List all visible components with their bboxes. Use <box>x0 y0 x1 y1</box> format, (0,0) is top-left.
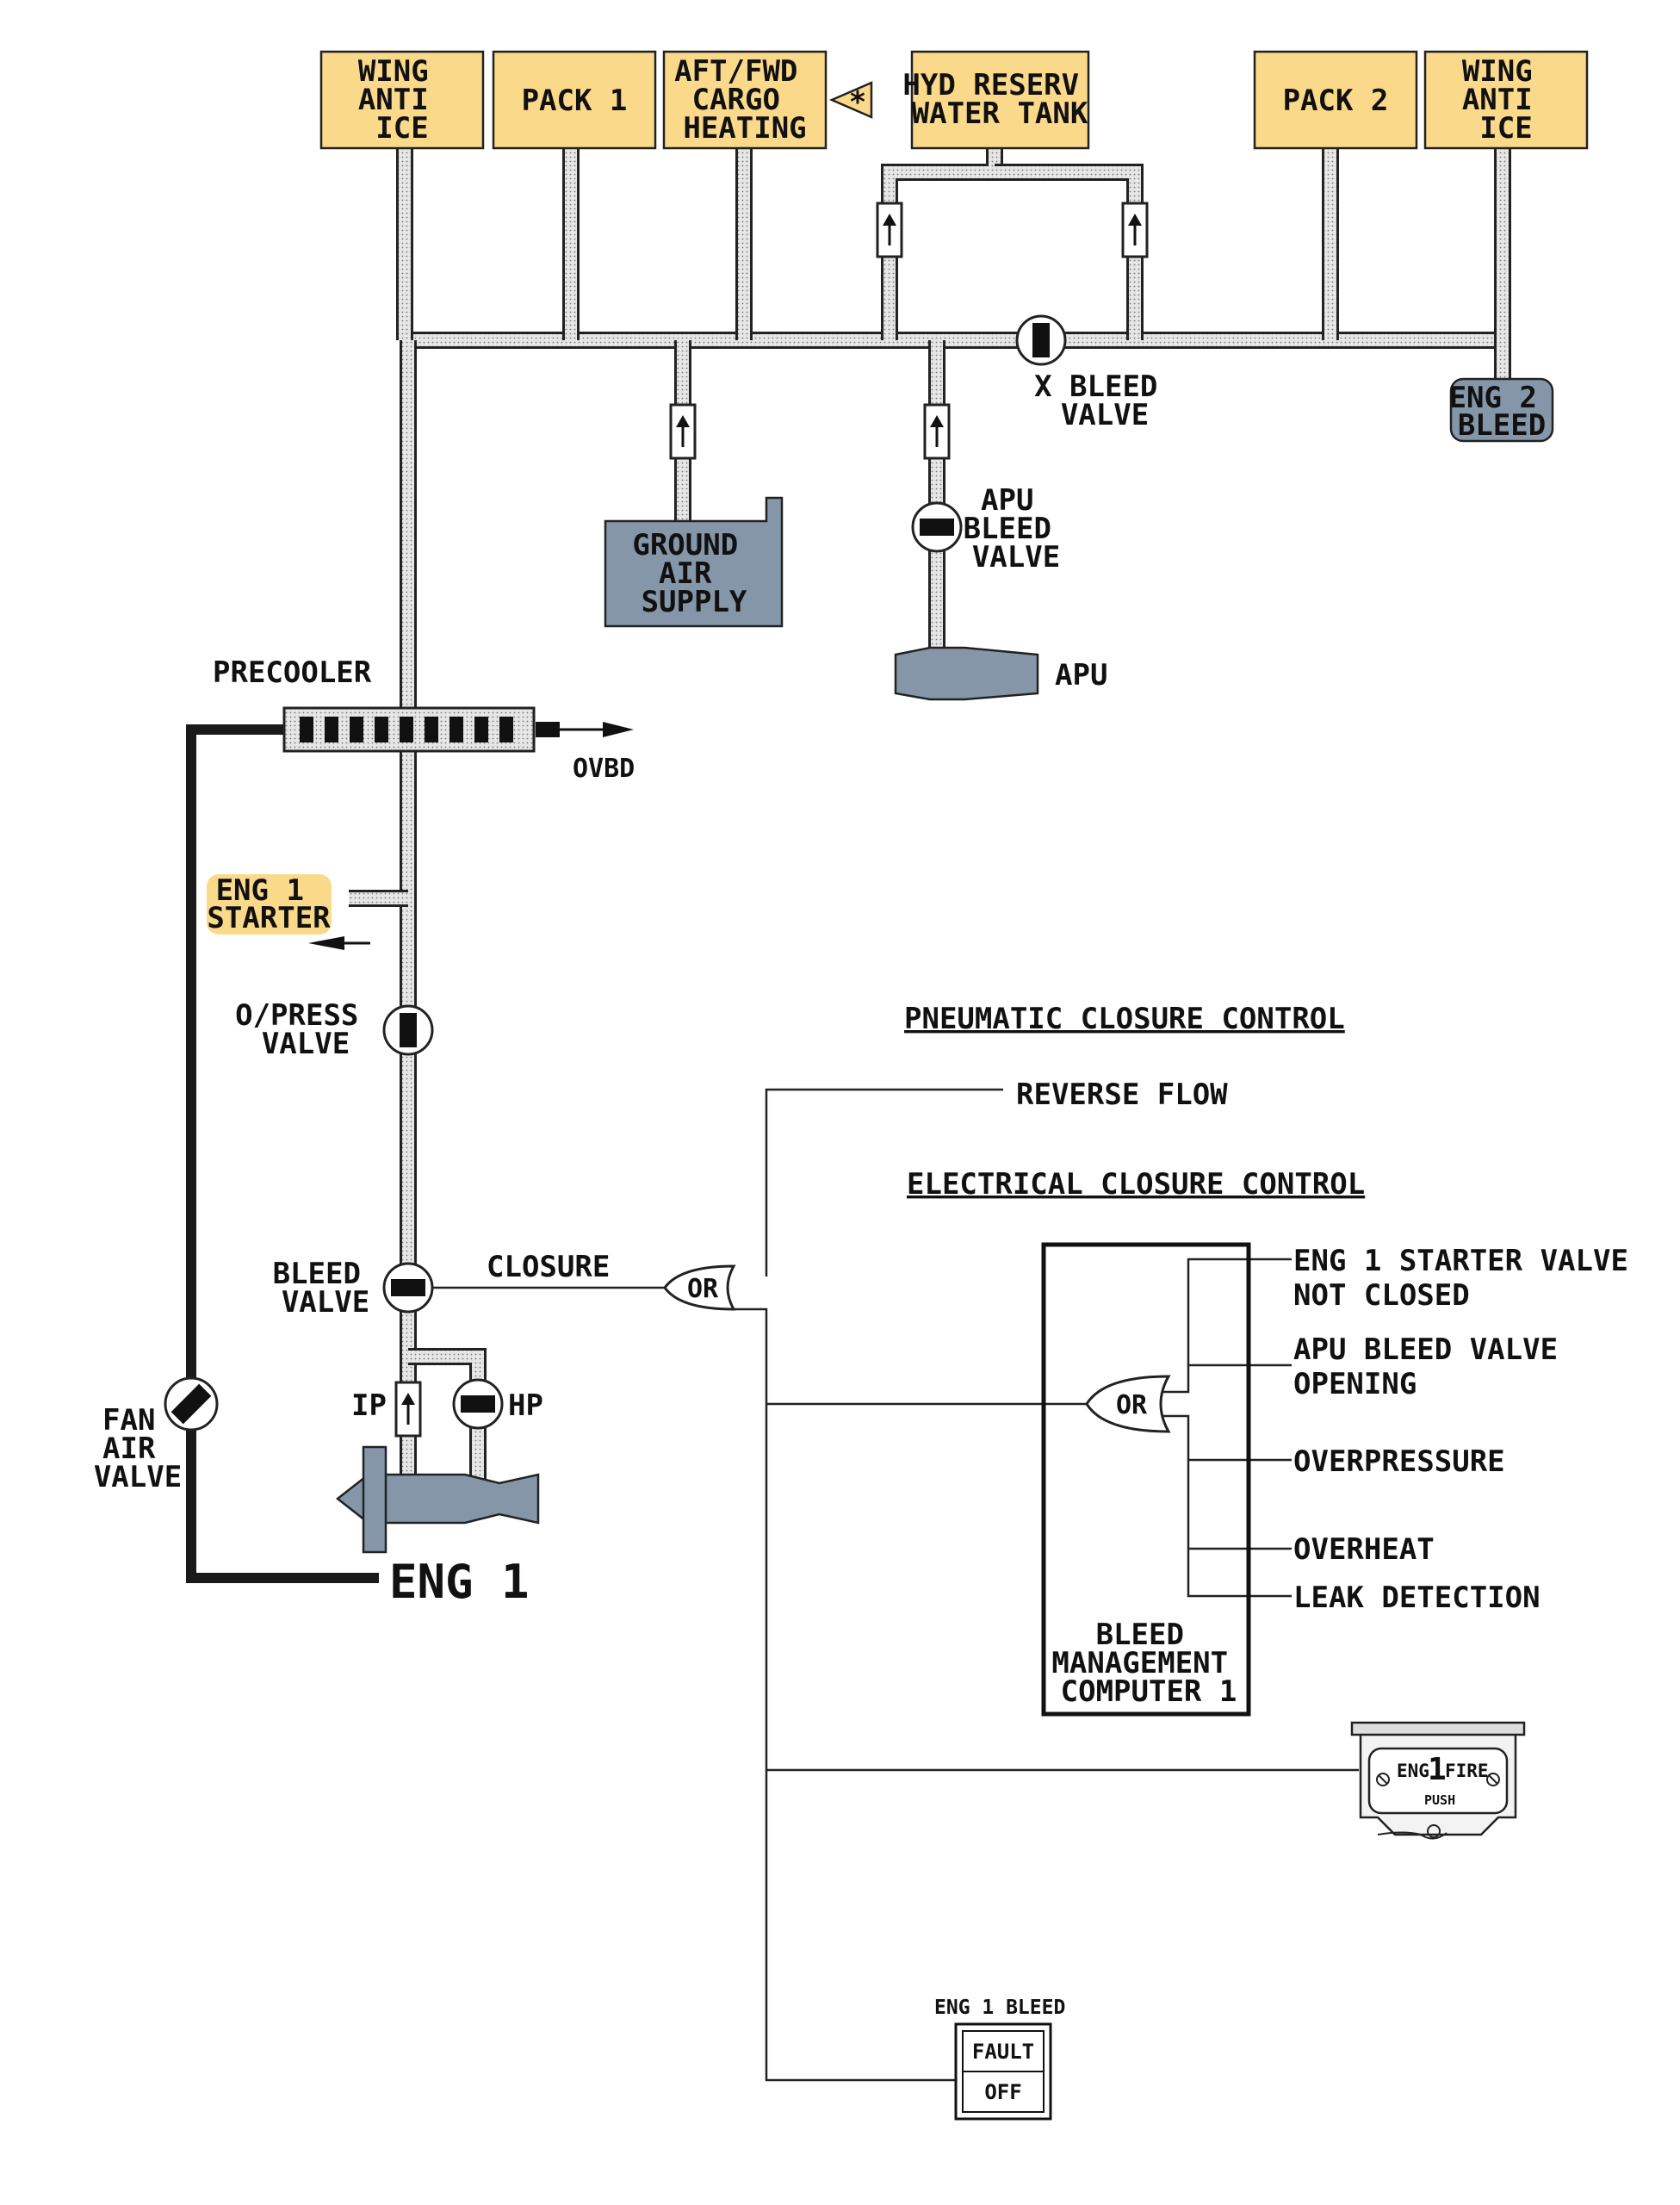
check-valve-ip <box>394 1381 422 1438</box>
apu-bleed-valve <box>911 501 963 553</box>
fan-air-duct <box>186 724 379 1583</box>
consumer-wing-anti-ice-left: WING ANTI ICE <box>319 50 485 150</box>
eng1-fire-pushbutton[interactable]: ENG 1 FIRE PUSH <box>1350 1721 1526 1840</box>
electrical-closure-title: ELECTRICAL CLOSURE CONTROL <box>907 1167 1365 1202</box>
svg-text:OR: OR <box>687 1274 719 1304</box>
svg-text:WING ANTI ICE: WING ANTI ICE <box>358 54 446 146</box>
star-marker: * <box>828 81 873 120</box>
precooler <box>282 706 560 753</box>
precooler-label: PRECOOLER <box>213 655 372 690</box>
input-leak-detection: LEAK DETECTION <box>1293 1581 1541 1615</box>
svg-text:AFT/FWD CARGO HEAT: AFT/FWD CARGO HEATING <box>674 54 815 146</box>
ovbd-arrow <box>560 722 634 737</box>
source-eng2-bleed: ENG 2 BLEED <box>1449 377 1555 443</box>
svg-text:PACK 2: PACK 2 <box>1283 84 1389 118</box>
svg-text:1: 1 <box>1428 1752 1447 1787</box>
engine-1 <box>335 1445 540 1554</box>
consumer-hyd-reserv-water-tank: HYD RESERV WATER TANK <box>902 50 1096 150</box>
svg-text:ENG: ENG <box>1397 1761 1429 1781</box>
hp-label: HP <box>508 1388 543 1423</box>
closure-label: CLOSURE <box>487 1250 610 1284</box>
bleed-management-computer-1: BLEED MANAGEMENT COMPUTER 1 <box>1041 1242 1251 1717</box>
fan-air-valve <box>164 1376 219 1432</box>
hp-valve <box>452 1378 504 1430</box>
check-valve-hyd-left <box>876 202 903 258</box>
consumer-pack-1: PACK 1 <box>492 50 657 150</box>
fault-light: FAULT <box>972 2040 1034 2064</box>
consumer-wing-anti-ice-right: WING ANTI ICE <box>1423 50 1589 150</box>
apu-bleed-valve-label: APU BLEED VALVE <box>964 483 1069 575</box>
svg-text:OR: OR <box>1116 1390 1148 1420</box>
svg-text:WING ANTI ICE: WING ANTI ICE <box>1462 54 1550 146</box>
bleed-valve <box>382 1262 434 1314</box>
svg-text:ENG 1 STARTER: ENG 1 STARTER <box>207 873 331 935</box>
consumer-aft-fwd-cargo-heating: AFT/FWD CARGO HEATING <box>662 50 828 150</box>
check-valve-hyd-right <box>1121 202 1149 258</box>
svg-text:PACK 1: PACK 1 <box>522 84 628 118</box>
svg-text:PUSH: PUSH <box>1424 1792 1455 1808</box>
x-bleed-valve-label: X BLEED VALVE <box>1034 370 1175 432</box>
fan-air-valve-label: FAN AIR VALVE <box>94 1403 182 1494</box>
x-bleed-valve <box>1015 314 1067 366</box>
input-overheat: OVERHEAT <box>1293 1532 1435 1567</box>
input-eng1-starter-valve-not-closed: ENG 1 STARTER VALVE NOT CLOSED <box>1293 1244 1646 1313</box>
svg-text:HYD RESERV WATER TANK: HYD RESERV WATER TANK <box>902 68 1096 131</box>
check-valve-ground-air <box>669 403 697 460</box>
apu-label: APU <box>1055 658 1107 693</box>
control-wiring <box>432 1088 1359 2082</box>
eng1-bleed-pushbutton[interactable]: FAULT OFF <box>954 2022 1052 2121</box>
input-apu-bleed-valve-opening: APU BLEED VALVE OPENING <box>1293 1332 1576 1401</box>
svg-text:BLEED MANAGEMENT C: BLEED MANAGEMENT COMPUTER 1 <box>1051 1618 1245 1709</box>
ovbd-label: OVBD <box>573 754 635 784</box>
consumer-pack-2: PACK 2 <box>1253 50 1418 150</box>
reverse-flow-label: REVERSE FLOW <box>1016 1078 1228 1112</box>
or-gate-bmc: OR <box>1085 1375 1171 1433</box>
source-eng1-starter: ENG 1 STARTER <box>207 873 332 935</box>
pneumatic-closure-title: PNEUMATIC CLOSURE CONTROL <box>904 1002 1345 1036</box>
check-valve-apu <box>923 403 951 460</box>
input-overpressure: OVERPRESSURE <box>1293 1444 1505 1479</box>
eng1-bleed-pb-title: ENG 1 BLEED <box>934 1997 1065 2019</box>
svg-text:GROUND AIR SUPPLY: GROUND AIR SUPPLY <box>632 528 755 619</box>
off-light: OFF <box>984 2080 1021 2104</box>
source-ground-air-supply: GROUND AIR SUPPLY <box>604 496 784 628</box>
svg-text:*: * <box>849 85 866 120</box>
eng1-label: ENG 1 <box>389 1555 530 1609</box>
svg-text:FIRE: FIRE <box>1445 1761 1489 1781</box>
opress-valve-label: O/PRESS VALVE <box>235 998 376 1061</box>
svg-text:ENG 2 BLEED: ENG 2 BLEED <box>1449 381 1555 443</box>
opress-valve <box>382 1004 434 1056</box>
or-gate-main: OR <box>663 1264 736 1311</box>
source-apu <box>894 646 1039 701</box>
eng1-starter-arrow <box>308 936 370 950</box>
ip-label: IP <box>351 1388 387 1423</box>
bleed-valve-label: BLEED VALVE <box>273 1257 379 1320</box>
